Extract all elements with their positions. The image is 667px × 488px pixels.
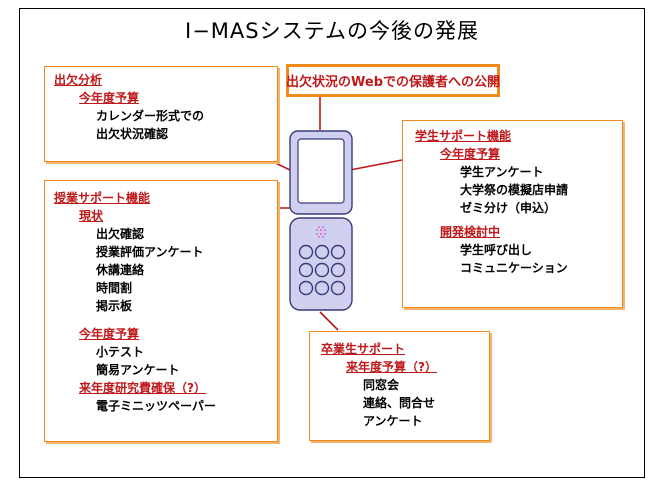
box-graduate-support: 卒業生サポート 来年度予算（?） 同窓会 連絡、問合せ アンケート bbox=[309, 331, 490, 441]
box-student-sub-planned: 開発検討中 bbox=[440, 225, 501, 239]
list-item: 学生アンケート bbox=[460, 165, 544, 179]
box-graduate-sub: 来年度予算（?） bbox=[346, 360, 437, 374]
box-class-sub-budget: 今年度予算 bbox=[79, 327, 140, 341]
box-student-sub-budget: 今年度予算 bbox=[440, 147, 501, 161]
banner-web-publication: 出欠状況のWebでの保護者への公開 bbox=[286, 64, 500, 97]
list-item: 大学祭の模擬店申請 bbox=[460, 183, 569, 197]
box-attendance-heading: 出欠分析 bbox=[54, 73, 103, 87]
box-class-support: 授業サポート機能 現状 出欠確認 授業評価アンケート 休講連絡 時間割 掲示板 … bbox=[44, 180, 278, 442]
list-item: 電子ミニッツペーパー bbox=[96, 399, 216, 413]
box-graduate-heading: 卒業生サポート bbox=[321, 342, 406, 356]
list-item: 同窓会 bbox=[363, 378, 400, 392]
list-item: 授業評価アンケート bbox=[96, 245, 204, 259]
list-item: コミュニケーション bbox=[460, 261, 568, 275]
list-item: 連絡、問合せ bbox=[363, 396, 436, 410]
connector-graduate bbox=[319, 311, 339, 331]
box-attendance-analysis: 出欠分析 今年度予算 カレンダー形式での 出欠状況確認 bbox=[44, 66, 278, 162]
box-attendance-line: 出欠状況確認 bbox=[96, 127, 169, 141]
box-student-support: 学生サポート機能 今年度予算 学生アンケート 大学祭の模擬店申請 ゼミ分け（申込… bbox=[402, 120, 623, 308]
box-class-heading: 授業サポート機能 bbox=[54, 191, 151, 205]
box-class-sub-current: 現状 bbox=[79, 209, 104, 223]
list-item: 掲示板 bbox=[96, 299, 133, 313]
box-student-heading: 学生サポート機能 bbox=[415, 129, 512, 143]
phone-icon bbox=[289, 130, 353, 311]
list-item: 小テスト bbox=[96, 345, 145, 359]
list-item: 簡易アンケート bbox=[96, 363, 180, 377]
list-item: アンケート bbox=[363, 414, 423, 428]
list-item: 休講連絡 bbox=[96, 263, 145, 277]
box-attendance-sub: 今年度予算 bbox=[79, 91, 140, 105]
slide-title: I−MASシステムの今後の発展 bbox=[185, 19, 479, 43]
list-item: ゼミ分け（申込） bbox=[460, 201, 557, 215]
box-attendance-line: カレンダー形式での bbox=[96, 109, 205, 123]
box-class-sub-next-year: 来年度研究費確保（?） bbox=[79, 381, 206, 395]
list-item: 学生呼び出し bbox=[460, 243, 533, 257]
list-item: 時間割 bbox=[96, 281, 133, 295]
connector-student bbox=[349, 159, 403, 171]
list-item: 出欠確認 bbox=[96, 227, 145, 241]
